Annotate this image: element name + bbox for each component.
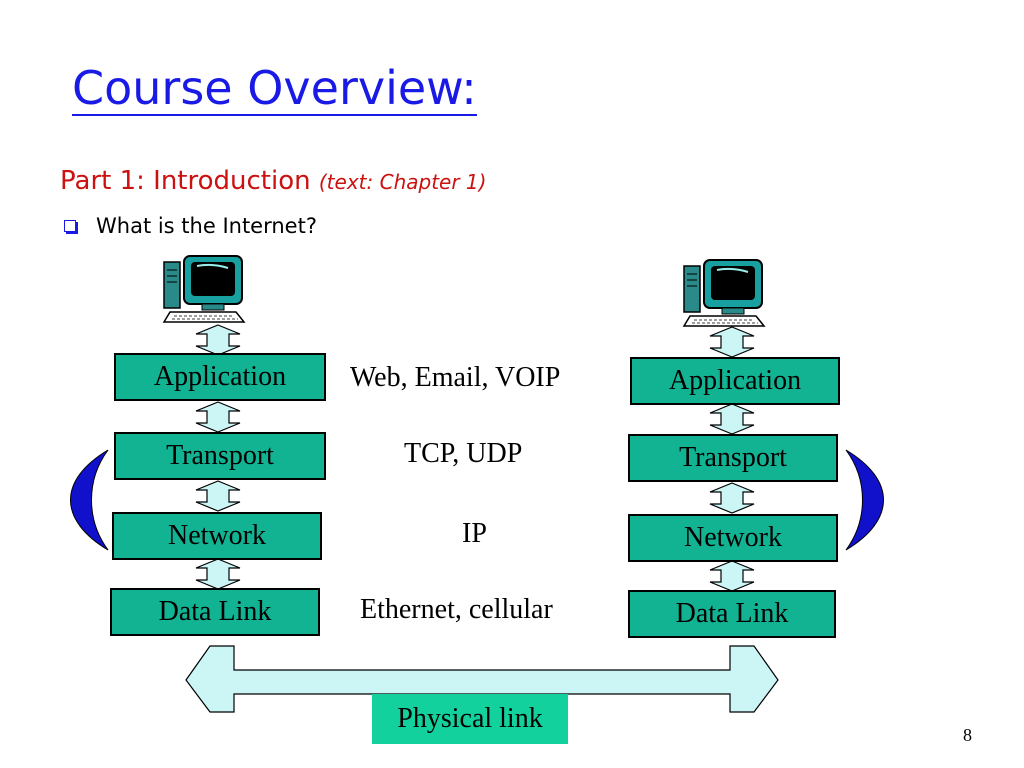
bullet-item: What is the Internet? bbox=[64, 214, 317, 238]
double-arrow-icon bbox=[709, 403, 755, 435]
double-arrow-icon bbox=[709, 560, 755, 592]
double-arrow-icon bbox=[709, 326, 755, 358]
protocol-label-network: IP bbox=[462, 518, 487, 549]
left-layer-transport: Transport bbox=[114, 432, 326, 480]
left-layer-network: Network bbox=[112, 512, 322, 560]
right-layer-application: Application bbox=[630, 357, 840, 405]
slide-subtitle: Part 1: Introduction (text: Chapter 1) bbox=[60, 166, 486, 196]
double-arrow-icon bbox=[195, 558, 241, 590]
physical-link-label: Physical link bbox=[372, 694, 568, 744]
physical-link-arrow bbox=[185, 645, 779, 713]
protocol-label-application: Web, Email, VOIP bbox=[350, 362, 561, 393]
protocol-label-data-link: Ethernet, cellular bbox=[360, 594, 553, 625]
double-arrow-icon bbox=[195, 324, 241, 356]
right-layer-network: Network bbox=[628, 514, 838, 562]
right-layer-transport: Transport bbox=[628, 434, 838, 482]
bullet-square-icon bbox=[64, 220, 76, 232]
desktop-computer-icon bbox=[683, 259, 765, 327]
bullet-text: What is the Internet? bbox=[96, 214, 317, 238]
slide-title: Course Overview: bbox=[72, 61, 477, 116]
bracket-icon bbox=[70, 449, 109, 551]
double-arrow-icon bbox=[195, 480, 241, 512]
left-layer-application: Application bbox=[114, 353, 326, 401]
double-arrow-icon bbox=[709, 482, 755, 514]
right-layer-data-link: Data Link bbox=[628, 590, 836, 638]
protocol-label-transport: TCP, UDP bbox=[404, 438, 523, 469]
subtitle-main: Part 1: Introduction bbox=[60, 166, 311, 196]
desktop-computer-icon bbox=[163, 255, 245, 323]
page-number: 8 bbox=[963, 725, 972, 745]
subtitle-reference: (text: Chapter 1) bbox=[318, 170, 487, 194]
bracket-icon bbox=[845, 449, 884, 551]
left-layer-data-link: Data Link bbox=[110, 588, 320, 636]
double-arrow-icon bbox=[195, 401, 241, 433]
